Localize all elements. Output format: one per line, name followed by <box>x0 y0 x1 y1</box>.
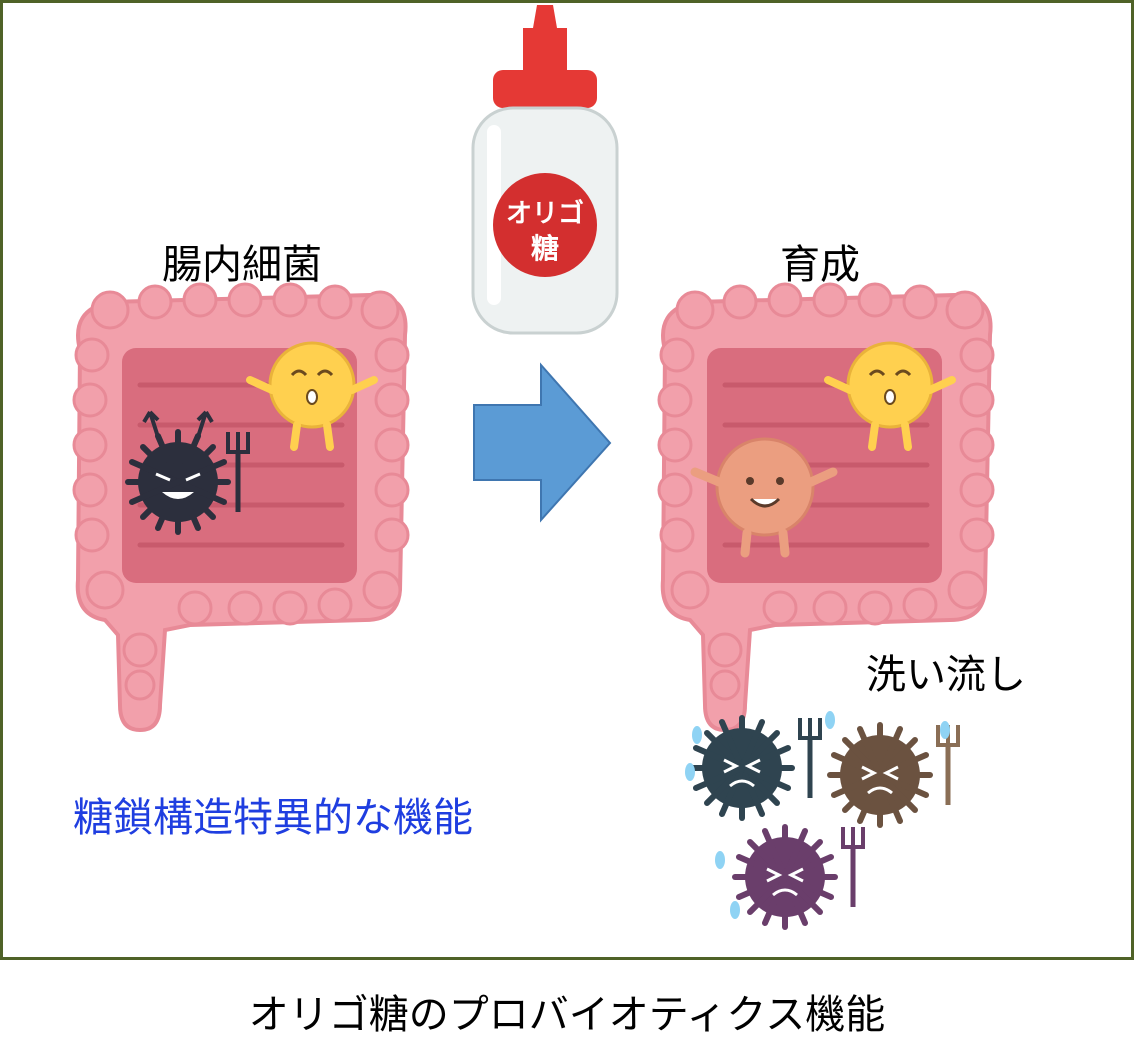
wash-away-label: 洗い流し <box>866 652 1026 698</box>
oligosaccharide-bottle-icon: オリゴ 糖 <box>471 5 619 335</box>
bad-bacteria-icon <box>735 827 865 927</box>
bad-bacteria-icon <box>830 725 960 825</box>
right-title: 育成 <box>780 242 860 288</box>
diagram-canvas: オリゴ 糖 <box>0 5 1128 954</box>
intestine-icon <box>74 284 408 730</box>
bottle-label-line1: オリゴ <box>506 198 584 229</box>
bottle-label-line2: 糖 <box>531 232 559 265</box>
bad-bacteria-icon <box>128 410 250 532</box>
right-arrow-icon <box>473 362 612 523</box>
figure-caption: オリゴ糖のプロバイオティクス機能 <box>248 992 886 1038</box>
left-title: 腸内細菌 <box>162 242 322 288</box>
good-bacteria-icon <box>690 437 838 558</box>
bad-bacteria-icon <box>692 718 822 818</box>
water-drops <box>685 711 950 919</box>
function-note: 糖鎖構造特異的な機能 <box>73 795 473 841</box>
